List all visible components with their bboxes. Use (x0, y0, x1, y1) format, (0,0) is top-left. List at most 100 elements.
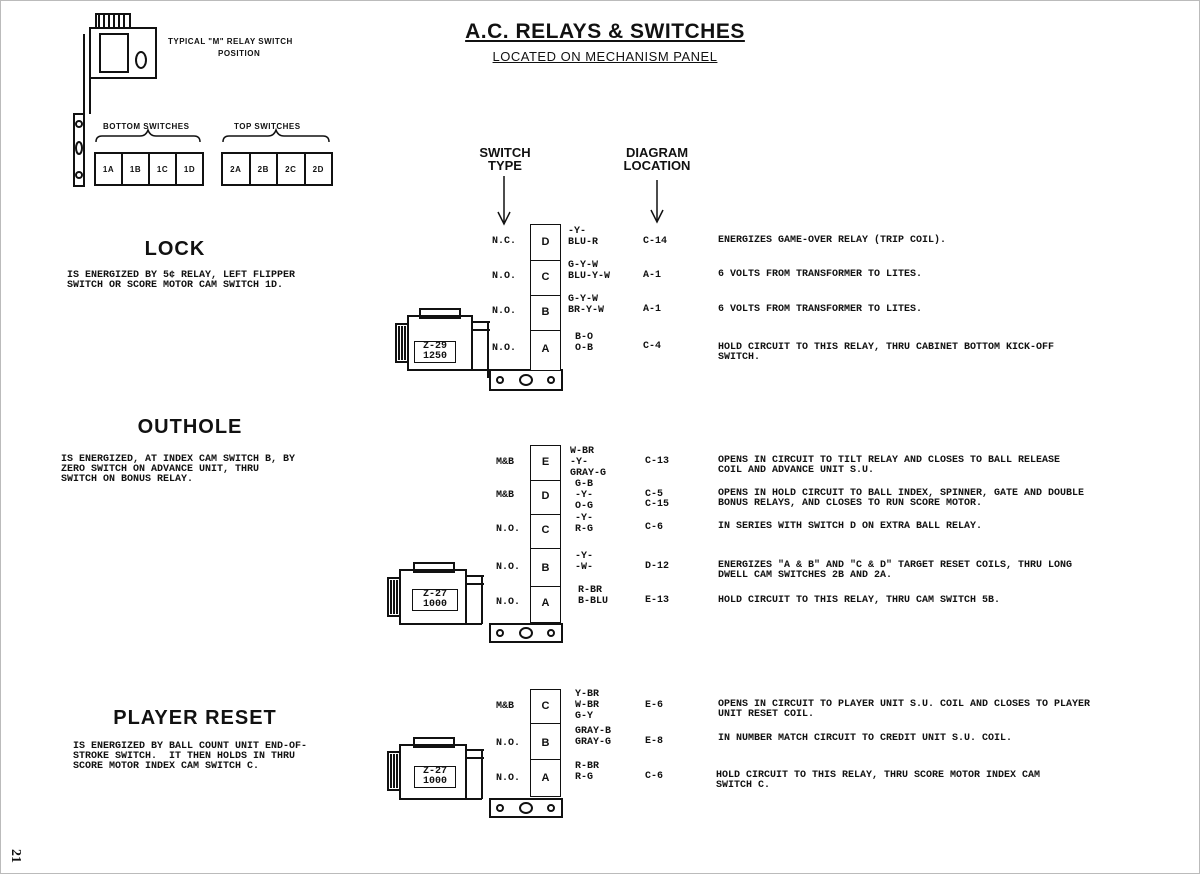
lock-heading: LOCK (144, 238, 206, 260)
legend-braces (95, 127, 330, 143)
lock-c-location: A-1 (643, 270, 662, 281)
legend-top-switches: 2A 2B 2C 2D (221, 152, 333, 186)
outhole-a-letter: A (541, 597, 550, 609)
legend-switch-2c: 2C (278, 154, 306, 184)
player-reset-b-letter: B (541, 737, 550, 749)
outhole-divider-1 (530, 480, 561, 481)
lock-d-function: ENERGIZES GAME-OVER RELAY (TRIP COIL). (718, 235, 947, 246)
player-reset-switch-stack (530, 689, 561, 797)
player-reset-a-letter: A (541, 772, 550, 784)
player-reset-coil-type: Z-27 (422, 766, 447, 777)
lock-b-function: 6 VOLTS FROM TRANSFORMER TO LITES. (718, 304, 923, 315)
legend-switch-2d: 2D (312, 164, 324, 174)
player-reset-heading: PLAYER RESET (113, 707, 277, 729)
outhole-e-type: M&B (496, 457, 515, 468)
lock-d-type: N.C. (492, 236, 517, 247)
legend-switch-2b: 2B (251, 154, 278, 184)
player-reset-c-wires: Y-BR W-BR G-Y (575, 689, 600, 722)
lock-coil-type: Z-29 (422, 341, 447, 352)
lock-a-letter: A (541, 343, 550, 355)
diagram-location-header-line2: LOCATION (623, 158, 691, 173)
lock-a-wires: B-O O-B (575, 332, 594, 354)
outhole-a-type: N.O. (496, 597, 521, 608)
player-reset-coil-label: Z-27 1000 (414, 766, 456, 788)
lock-divider-2 (530, 295, 561, 296)
legend-switch-1a: 1A (96, 154, 123, 184)
outhole-coil-type: Z-27 (422, 589, 447, 600)
outhole-b-function: ENERGIZES "A & B" AND "C & D" TARGET RES… (718, 560, 1073, 581)
outhole-a-location: E-13 (645, 595, 670, 606)
legend-switch-2a: 2A (223, 154, 251, 184)
outhole-divider-4 (530, 586, 561, 587)
player-reset-b-type: N.O. (496, 738, 521, 749)
outhole-d-letter: D (541, 490, 550, 502)
outhole-a-wires: R-BR B-BLU (578, 585, 609, 607)
lock-switch-stack (530, 224, 561, 371)
player-reset-a-wires: R-BR R-G (575, 761, 600, 783)
outhole-description: IS ENERGIZED, AT INDEX CAM SWITCH B, BY … (61, 454, 296, 485)
diagram-location-header: DIAGRAM LOCATION (612, 146, 702, 172)
player-reset-divider-2 (530, 759, 561, 760)
lock-b-letter: B (541, 306, 550, 318)
legend-switch-1b: 1B (123, 154, 150, 184)
switch-type-header: SWITCH TYPE (470, 146, 540, 172)
player-reset-divider-1 (530, 723, 561, 724)
outhole-relay-drawing (387, 562, 563, 643)
outhole-c-location: C-6 (645, 522, 664, 533)
outhole-e-location: C-13 (645, 456, 670, 467)
outhole-d-wires: G-B -Y- O-G (575, 479, 594, 512)
lock-d-wires: -Y- BLU-R (568, 226, 599, 248)
player-reset-c-function: OPENS IN CIRCUIT TO PLAYER UNIT S.U. COI… (718, 699, 1091, 720)
outhole-d-function: OPENS IN HOLD CIRCUIT TO BALL INDEX, SPI… (718, 488, 1085, 509)
outhole-divider-2 (530, 514, 561, 515)
player-reset-c-location: E-6 (645, 700, 664, 711)
outhole-coil-resistance: 1000 (422, 599, 447, 610)
lock-description: IS ENERGIZED BY 5¢ RELAY, LEFT FLIPPER S… (67, 270, 296, 291)
lock-a-type: N.O. (492, 343, 517, 354)
lock-b-wires: G-Y-W BR-Y-W (568, 294, 605, 316)
lock-a-location: C-4 (643, 341, 662, 352)
legend-switch-1c: 1C (150, 154, 177, 184)
outhole-b-letter: B (541, 562, 550, 574)
player-reset-coil-resistance: 1000 (422, 776, 447, 787)
outhole-c-wires: -Y- R-G (575, 513, 594, 535)
outhole-divider-3 (530, 548, 561, 549)
outhole-b-type: N.O. (496, 562, 521, 573)
lock-d-location: C-14 (643, 236, 668, 247)
outhole-b-location: D-12 (645, 561, 670, 572)
lock-c-function: 6 VOLTS FROM TRANSFORMER TO LITES. (718, 269, 923, 280)
outhole-e-wires: W-BR -Y- GRAY-G (570, 446, 607, 479)
legend-top-label: TOP SWITCHES (234, 122, 301, 131)
page-subtitle: LOCATED ON MECHANISM PANEL (492, 49, 718, 64)
column-arrows (497, 176, 664, 226)
lock-c-letter: C (541, 271, 550, 283)
player-reset-a-function: HOLD CIRCUIT TO THIS RELAY, THRU SCORE M… (716, 770, 1041, 791)
outhole-b-wires: -Y- -W- (575, 551, 594, 573)
lock-coil-resistance: 1250 (422, 351, 447, 362)
player-reset-c-letter: C (541, 700, 550, 712)
lock-coil-label: Z-29 1250 (414, 341, 456, 363)
legend-caption-line1: TYPICAL "M" RELAY SWITCH (168, 37, 293, 46)
lock-d-letter: D (541, 236, 550, 248)
lock-b-location: A-1 (643, 304, 662, 315)
legend-bottom-switches: 1A 1B 1C 1D (94, 152, 204, 186)
page-title: A.C. RELAYS & SWITCHES (465, 20, 745, 43)
lock-divider-3 (530, 330, 561, 331)
outhole-c-function: IN SERIES WITH SWITCH D ON EXTRA BALL RE… (718, 521, 983, 532)
diagram-location-header-line1: DIAGRAM (625, 145, 689, 160)
player-reset-a-location: C-6 (645, 771, 664, 782)
switch-type-header-line2: TYPE (488, 158, 522, 173)
outhole-a-function: HOLD CIRCUIT TO THIS RELAY, THRU CAM SWI… (718, 595, 1001, 606)
lock-a-function: HOLD CIRCUIT TO THIS RELAY, THRU CABINET… (718, 342, 1055, 363)
outhole-e-letter: E (541, 456, 550, 468)
lock-b-type: N.O. (492, 306, 517, 317)
outhole-switch-stack (530, 445, 561, 623)
lock-divider-1 (530, 260, 561, 261)
outhole-c-letter: C (541, 524, 550, 536)
outhole-d-location: C-5 C-15 (645, 489, 670, 510)
outhole-coil-label: Z-27 1000 (412, 589, 458, 611)
lock-c-type: N.O. (492, 271, 517, 282)
player-reset-c-type: M&B (496, 701, 515, 712)
legend-caption-line2: POSITION (218, 49, 261, 58)
